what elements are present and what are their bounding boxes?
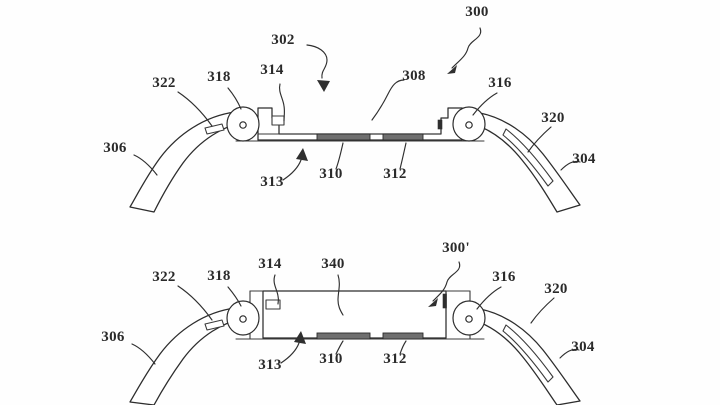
ref-label-320-b: 320 [544, 281, 567, 297]
leader-300-prime [432, 261, 461, 302]
ref-label-300: 300 [465, 4, 488, 20]
arrowhead-313-b [294, 331, 306, 344]
leader-316 [472, 92, 498, 116]
ref-label-316-b: 316 [492, 269, 516, 285]
figure-top-group: 300 302 308 314 318 322 306 316 320 304 … [103, 4, 596, 213]
leader-320 [527, 126, 552, 153]
ref-label-322-b: 322 [152, 269, 175, 285]
ref-label-304: 304 [572, 151, 596, 167]
ref-label-308: 308 [402, 68, 425, 84]
notch-314-shape [271, 115, 285, 126]
leader-320-b [530, 297, 555, 324]
leader-308 [371, 79, 405, 121]
leader-310-b [335, 340, 344, 355]
ref-label-312: 312 [383, 166, 406, 182]
leader-312 [399, 142, 407, 170]
leader-313-b [280, 342, 300, 364]
ref-label-322: 322 [152, 75, 175, 91]
leader-310 [335, 142, 344, 170]
arrowhead-313 [296, 148, 308, 161]
slot-320-shape [502, 128, 554, 187]
leader-312-b [399, 340, 407, 355]
band-right-304 [469, 112, 581, 213]
leader-318 [227, 87, 242, 110]
ref-label-318-b: 318 [207, 268, 230, 284]
dark-tab-right [437, 119, 443, 130]
arrowhead-300-prime [428, 298, 438, 307]
ref-label-318: 318 [207, 69, 230, 85]
contact-310 [316, 133, 371, 141]
ref-label-312-b: 312 [383, 351, 406, 367]
leader-306 [133, 154, 158, 176]
band-left-306 [129, 111, 246, 213]
ref-label-306-b: 306 [101, 329, 125, 345]
leader-300 [451, 27, 482, 69]
leader-322-b [177, 285, 213, 321]
leader-340 [337, 274, 344, 316]
ref-label-310-b: 310 [319, 351, 342, 367]
ref-label-306: 306 [103, 140, 127, 156]
ref-label-320: 320 [541, 110, 564, 126]
leader-306-b [131, 343, 156, 365]
ref-label-300-prime: 300' [442, 240, 470, 256]
slot-320-shape-b [502, 324, 554, 383]
arrowhead-302 [317, 80, 330, 92]
hinge-left-318-pin-b [239, 315, 247, 323]
leader-313 [282, 159, 302, 181]
ref-label-313: 313 [260, 174, 283, 190]
leader-322 [177, 91, 213, 127]
leader-304 [560, 160, 581, 171]
leader-316-b [476, 286, 502, 310]
notch-314-shape-b [265, 299, 281, 310]
hinge-right-316-pin [465, 121, 473, 129]
contact-312-b [382, 332, 424, 340]
ref-label-314: 314 [260, 62, 284, 78]
hinge-left-318-pin [239, 121, 247, 129]
ref-label-302: 302 [271, 32, 294, 48]
slot-322-shape [204, 123, 225, 135]
hinge-right-316-pin-b [465, 315, 473, 323]
ref-label-313-b: 313 [258, 357, 281, 373]
band-left-306-b [129, 307, 246, 405]
dark-tab-right-b [442, 293, 447, 309]
leader-314-b [273, 274, 280, 305]
band-right-304-b [469, 308, 581, 405]
leader-318-b [227, 286, 242, 307]
ref-label-310: 310 [319, 166, 342, 182]
contact-310-b [316, 332, 371, 340]
ref-label-314-b: 314 [258, 256, 282, 272]
ref-label-316: 316 [488, 75, 512, 91]
ref-label-340: 340 [321, 256, 344, 272]
arrowhead-300 [447, 65, 457, 74]
leader-314 [278, 83, 286, 122]
figure-bottom-group: 300' 314 340 318 322 306 316 320 304 313… [101, 240, 595, 405]
module-340 [262, 290, 447, 339]
leader-302 [306, 44, 328, 79]
leader-304-b [559, 348, 580, 359]
ref-label-304-b: 304 [571, 339, 595, 355]
contact-312 [382, 133, 424, 141]
slot-322-shape-b [204, 319, 225, 331]
